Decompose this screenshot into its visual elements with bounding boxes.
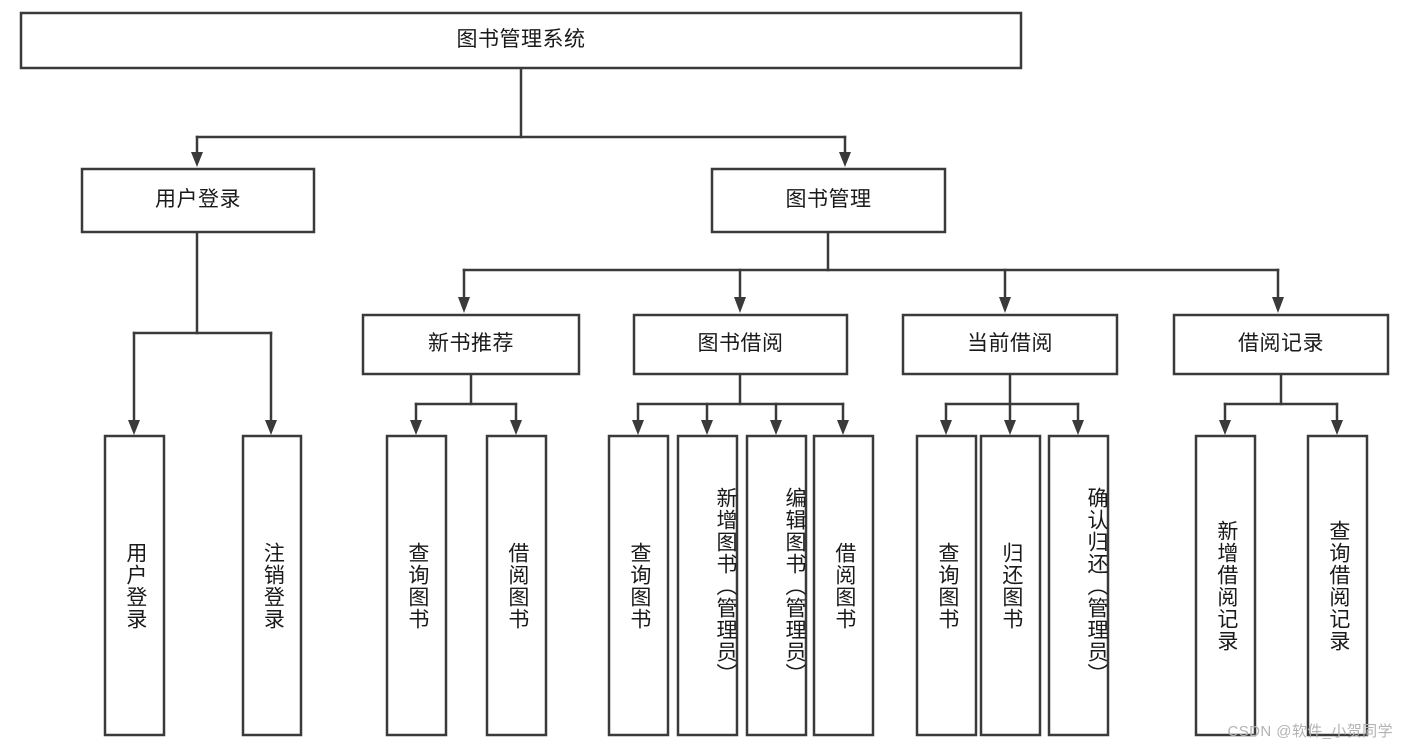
connector-new-book-to-leaves [410, 372, 522, 435]
node-box-book-borrow[interactable] [632, 313, 849, 376]
node-box-user-login[interactable] [80, 167, 316, 234]
connector-borrow-to-leaves [632, 372, 849, 435]
connector-level2-user-to-leaves [128, 230, 277, 435]
node-box-leaf-borrow-0[interactable] [607, 434, 670, 737]
node-box-leaf-borrow-2[interactable] [745, 434, 808, 737]
node-box-new-book-recommend[interactable] [361, 313, 581, 376]
node-box-leaf-user-login-0[interactable] [103, 434, 166, 737]
watermark-text: CSDN @软件_小贺同学 [1227, 723, 1393, 740]
node-box-leaf-new-book-0[interactable] [385, 434, 448, 737]
node-box-leaf-new-book-1[interactable] [485, 434, 548, 737]
node-box-leaf-current-1[interactable] [979, 434, 1042, 737]
node-box-current-borrow[interactable] [901, 313, 1119, 376]
node-box-root[interactable] [19, 11, 1023, 70]
node-box-book-management[interactable] [710, 167, 947, 234]
node-box-leaf-user-login-1[interactable] [241, 434, 303, 737]
node-box-leaf-borrow-1[interactable] [676, 434, 739, 737]
node-box-leaf-borrow-3[interactable] [812, 434, 875, 737]
node-box-borrow-records[interactable] [1172, 313, 1390, 376]
node-box-leaf-current-2[interactable] [1047, 434, 1110, 737]
node-box-leaf-records-0[interactable] [1194, 434, 1257, 737]
connector-level2-books-to-level3 [458, 230, 1284, 313]
connector-records-to-leaves [1219, 372, 1343, 435]
node-box-leaf-records-1[interactable] [1306, 434, 1369, 737]
connector-root-to-level2 [191, 66, 851, 167]
connector-current-borrow-to-leaves [940, 372, 1084, 435]
node-box-leaf-current-0[interactable] [915, 434, 978, 737]
